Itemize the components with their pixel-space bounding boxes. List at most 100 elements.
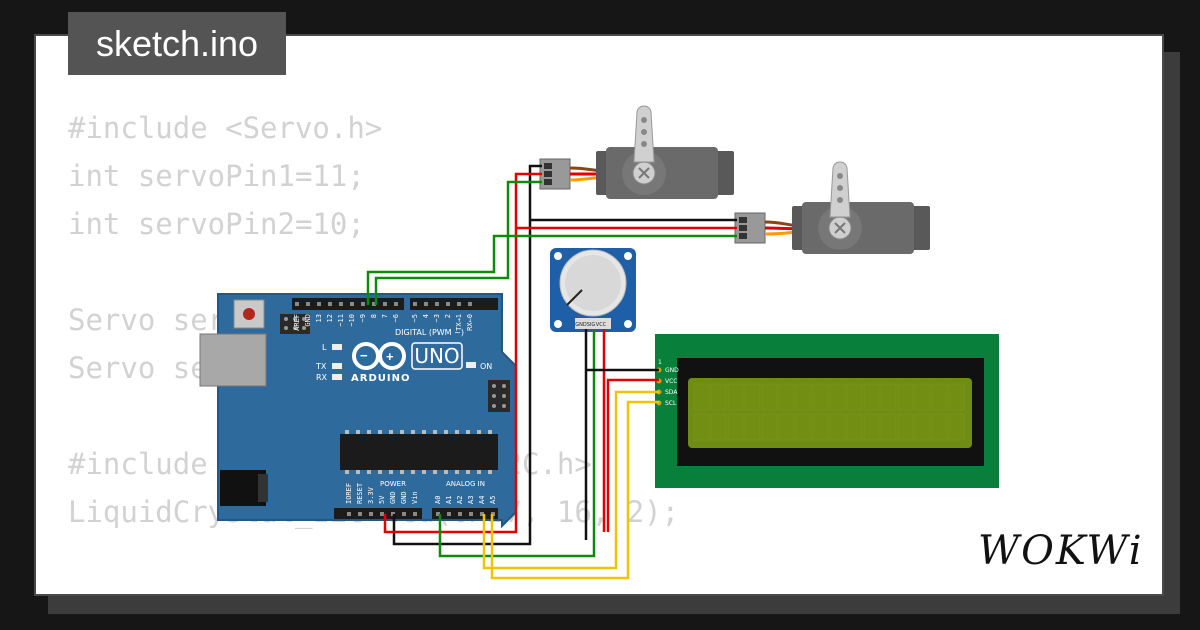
digital-pin[interactable] <box>328 302 332 306</box>
wire-servo1-signal <box>374 180 542 305</box>
digital-pin-label: 8 <box>370 314 378 318</box>
power-pin-label: 3.3V <box>367 486 375 504</box>
analog-pin-label: A2 <box>456 496 464 504</box>
led-l-label: L <box>322 343 327 352</box>
analog-pin[interactable] <box>480 512 484 516</box>
wire-lcd-scl <box>490 400 659 580</box>
digital-pin-label: 7 <box>381 314 389 318</box>
digital-pin-label: AREF <box>293 314 301 331</box>
code-line: void setup() { <box>68 584 679 594</box>
servo-motor-2[interactable] <box>734 161 930 254</box>
usb-port <box>199 333 267 387</box>
power-pin[interactable] <box>402 512 406 516</box>
digital-header-label: DIGITAL (PWM ~) <box>395 328 464 337</box>
led-tx <box>332 363 342 369</box>
digital-pin-label: ~10 <box>348 314 356 327</box>
digital-header-right <box>410 298 498 310</box>
power-pin[interactable] <box>358 512 362 516</box>
digital-pin[interactable] <box>446 302 450 306</box>
uno-badge <box>411 342 463 370</box>
analog-pin-label: A5 <box>489 496 497 504</box>
power-pin[interactable] <box>347 512 351 516</box>
lcd-pin-number: 1 <box>658 359 662 366</box>
code-line: int servoPin2=10; <box>68 207 365 241</box>
wire-servo2-signal <box>366 234 737 305</box>
power-pin[interactable] <box>380 512 384 516</box>
power-pin-label: GND <box>389 491 397 504</box>
digital-pin[interactable] <box>361 302 365 306</box>
icsp-header-right <box>488 380 510 412</box>
led-rx-label: RX <box>316 373 328 382</box>
analog-header-label: ANALOG IN <box>446 480 485 488</box>
lcd-pin-label: VCC <box>665 378 677 385</box>
digital-pin-label: ~11 <box>337 314 345 327</box>
wire-servo1-gnd <box>392 164 542 546</box>
code-line: #include <Servo.h> <box>68 111 383 145</box>
lcd-pin-label: GND <box>665 367 679 374</box>
analog-pin-label: A4 <box>478 496 486 504</box>
power-pin-label: GND <box>400 491 408 504</box>
potentiometer-pin-label: VCC <box>596 322 607 328</box>
code-line: int servoPin1=11; <box>68 159 365 193</box>
power-header-label: POWER <box>380 480 406 488</box>
digital-pin-label: RX←0 <box>466 314 474 331</box>
led-on-label: ON <box>480 362 492 371</box>
power-pin-label: 5V <box>378 495 386 504</box>
led-tx-label: TX <box>315 362 327 371</box>
lcd-16x2-i2c[interactable]: 1 GND VCC SDA SCL <box>655 334 999 488</box>
led-on <box>466 362 476 368</box>
digital-pin-label: GND <box>304 314 312 327</box>
digital-pin[interactable] <box>457 302 461 306</box>
digital-pin-label: ~6 <box>392 314 400 322</box>
led-l <box>332 344 342 350</box>
digital-pin-label: 12 <box>326 314 334 322</box>
lcd-pin-label: SCL <box>665 400 677 407</box>
analog-pin[interactable] <box>447 512 451 516</box>
potentiometer-knob[interactable] <box>565 255 621 311</box>
power-pin[interactable] <box>369 512 373 516</box>
analog-pin[interactable] <box>458 512 462 516</box>
svg-text:+: + <box>386 349 394 364</box>
digital-pin-label: 4 <box>422 314 430 318</box>
digital-pin[interactable] <box>339 302 343 306</box>
power-pin-label: IOREF <box>345 483 353 504</box>
potentiometer-pin-label: SIG <box>587 322 596 328</box>
digital-pin[interactable] <box>383 302 387 306</box>
power-pin[interactable] <box>413 512 417 516</box>
digital-pin[interactable] <box>295 302 299 306</box>
power-pin-label: Vin <box>411 491 419 504</box>
file-tab-label: sketch.ino <box>95 22 259 64</box>
wire-lcd-vcc <box>606 378 659 532</box>
analog-pin-label: A0 <box>434 496 442 504</box>
lcd-pin-label: SDA <box>665 389 678 396</box>
wire-servo1-vcc <box>383 172 542 534</box>
digital-pin[interactable] <box>317 302 321 306</box>
wokwi-logo: WOKWi <box>978 528 1144 574</box>
digital-pin[interactable] <box>468 302 472 306</box>
analog-pin-label: A1 <box>445 496 453 504</box>
file-tab[interactable]: sketch.ino <box>68 12 286 75</box>
digital-pin[interactable] <box>372 302 376 306</box>
model-label: UNO <box>414 344 459 368</box>
digital-pin[interactable] <box>350 302 354 306</box>
potentiometer-pin-label: GND <box>575 322 587 328</box>
reset-button[interactable] <box>233 299 265 329</box>
digital-pin[interactable] <box>424 302 428 306</box>
analog-pin-label: A3 <box>467 496 475 504</box>
digital-pin[interactable] <box>306 302 310 306</box>
digital-pin[interactable] <box>413 302 417 306</box>
digital-pin[interactable] <box>394 302 398 306</box>
wire-lcd-sda <box>482 390 659 570</box>
servo-motor-1[interactable] <box>539 105 734 199</box>
icsp-header-top <box>280 314 310 334</box>
analog-pin[interactable] <box>469 512 473 516</box>
digital-pin-label: ~5 <box>411 314 419 322</box>
potentiometer-pin-block <box>575 318 611 329</box>
analog-pin[interactable] <box>436 512 440 516</box>
digital-pin-label: 13 <box>315 314 323 322</box>
digital-pin[interactable] <box>435 302 439 306</box>
digital-pin-label: ~9 <box>359 314 367 322</box>
